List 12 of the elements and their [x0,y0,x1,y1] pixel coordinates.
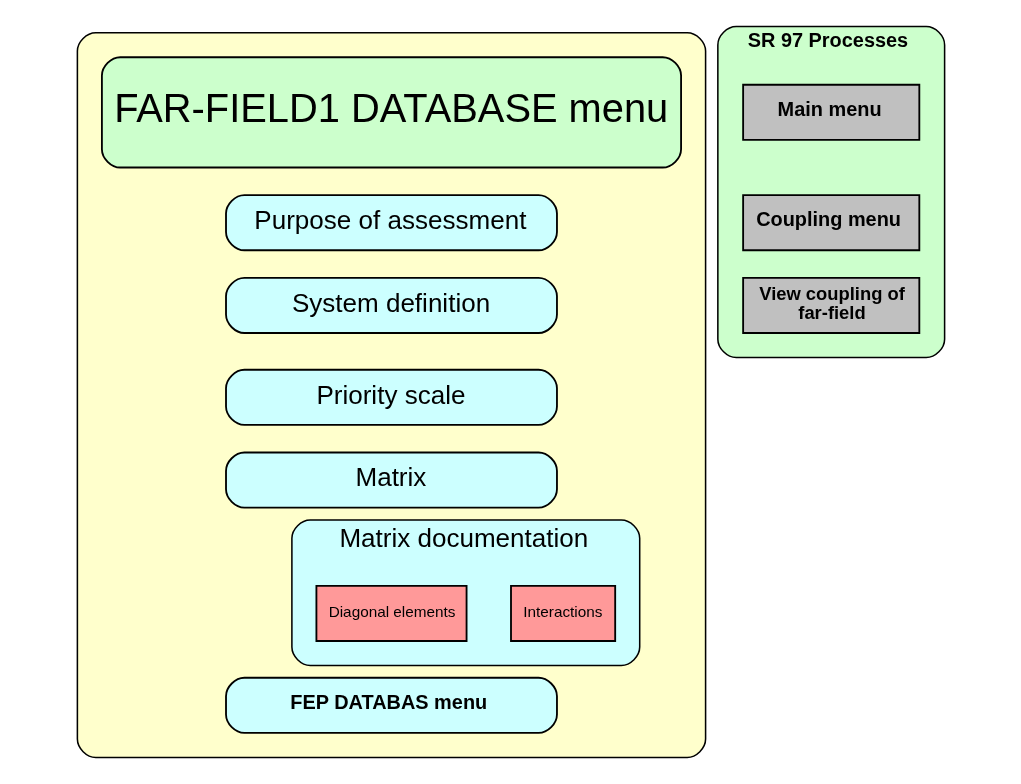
node-box: System definition [224,276,558,334]
node-box: View coupling of far-field [741,276,920,334]
node-box: Priority scale [224,368,558,426]
cluster [76,31,706,759]
node-box: Coupling menu [741,194,920,252]
node-box: Interactions [509,584,616,642]
node-box: FAR-FIELD1 DATABASE menu [100,56,682,169]
node-box: Diagonal elements [315,584,467,642]
node-box: Purpose of assessment [224,194,558,252]
node-box: FEP DATABAS menu [224,676,558,734]
node-box: Main menu [741,83,920,141]
node-box: Matrix [224,451,558,509]
